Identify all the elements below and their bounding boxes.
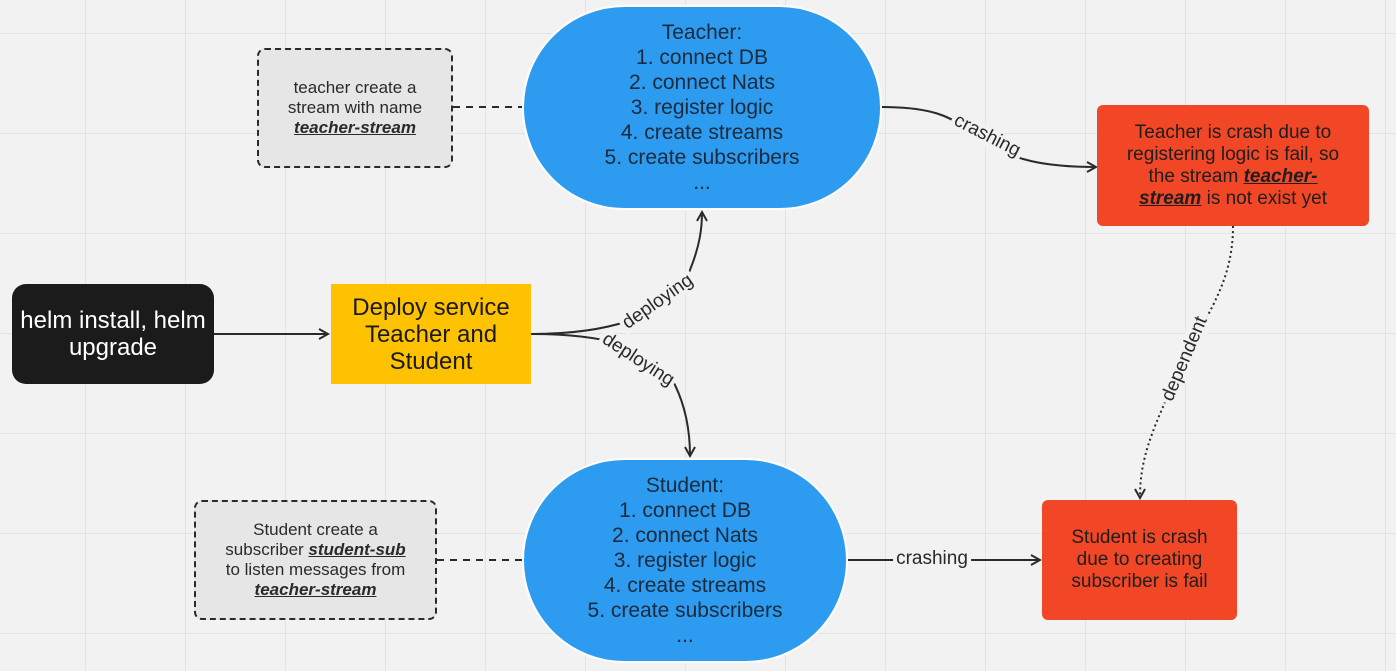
helm-install-node[interactable]: helm install, helm upgrade	[12, 284, 214, 384]
deploy-line: Teacher and	[364, 320, 498, 348]
student-step: 3. register logic	[613, 549, 757, 572]
student-crash-node[interactable]: Student is crash due to creating subscri…	[1042, 500, 1237, 620]
edge-label-crashing-student: crashing	[893, 549, 971, 569]
student-title: Student:	[645, 474, 725, 497]
student-sub-name: student-sub	[308, 540, 406, 559]
teacher-step: 3. register logic	[630, 96, 774, 119]
student-step: 1. connect DB	[619, 499, 751, 522]
student-ellipsis: ...	[676, 624, 694, 647]
student-step: 5. create subscribers	[587, 599, 783, 622]
student-step: 2. connect Nats	[612, 524, 758, 547]
helm-install-label: helm install, helm upgrade	[20, 307, 206, 361]
note-line: stream with name	[287, 98, 423, 117]
student-service-node[interactable]: Student: 1. connect DB 2. connect Nats 3…	[522, 458, 848, 663]
teacher-ellipsis: ...	[693, 171, 711, 194]
crash-line: due to creating	[1076, 549, 1203, 570]
note-line: Student create a	[253, 520, 378, 539]
teacher-step: 4. create streams	[620, 121, 784, 144]
crash-line-prefix: the stream	[1148, 165, 1244, 187]
crash-line: subscriber is fail	[1071, 571, 1208, 592]
deploy-line: Deploy service	[352, 293, 510, 321]
crash-line: Student is crash	[1071, 527, 1208, 548]
deploy-service-node[interactable]: Deploy service Teacher and Student	[331, 284, 531, 384]
teacher-stream-name: teacher-stream	[294, 118, 416, 137]
student-subscriber-note[interactable]: Student create a subscriber student-sub …	[194, 500, 437, 620]
teacher-step: 2. connect Nats	[629, 71, 775, 94]
teacher-crash-node[interactable]: Teacher is crash due to registering logi…	[1097, 105, 1369, 226]
teacher-stream-note[interactable]: teacher create a stream with name teache…	[257, 48, 453, 168]
teacher-stream-name-part: teacher-	[1243, 165, 1318, 187]
note-line: teacher create a	[293, 78, 417, 97]
note-line: to listen messages from	[225, 560, 406, 579]
teacher-stream-name: teacher-stream	[254, 580, 377, 599]
teacher-step: 1. connect DB	[636, 46, 768, 69]
crash-line: registering logic is fail, so	[1126, 143, 1340, 165]
teacher-title: Teacher:	[661, 21, 743, 44]
teacher-service-node[interactable]: Teacher: 1. connect DB 2. connect Nats 3…	[522, 5, 882, 210]
crash-line-suffix: is not exist yet	[1201, 187, 1327, 209]
note-line-prefix: subscriber	[225, 540, 309, 559]
deploy-line: Student	[389, 347, 473, 375]
edge-deploy-to-teacher	[530, 212, 702, 335]
teacher-stream-name-part: stream	[1139, 187, 1202, 209]
student-step: 4. create streams	[603, 574, 767, 597]
teacher-step: 5. create subscribers	[604, 146, 800, 169]
crash-line: Teacher is crash due to	[1134, 121, 1332, 143]
